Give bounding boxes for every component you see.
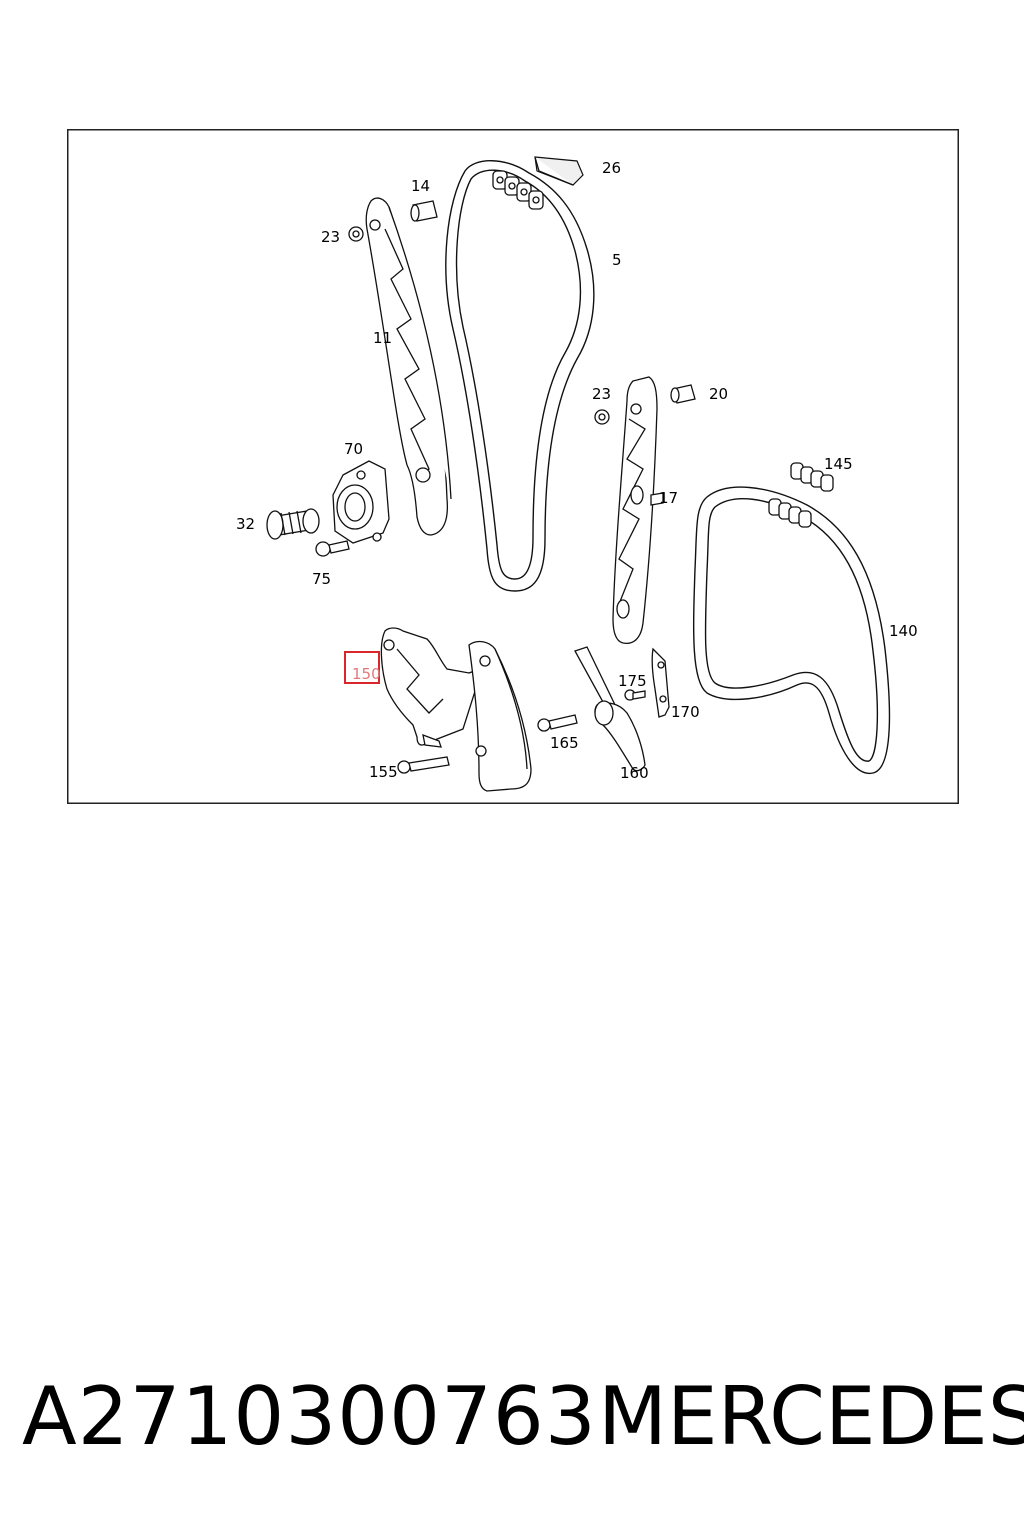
part-75-shape: [315, 540, 350, 557]
part-14-shape: [410, 200, 438, 222]
part-170-shape: [651, 647, 670, 718]
callout-14: 14: [411, 177, 430, 195]
part-70-shape: [332, 460, 390, 544]
chain-links-140: [768, 498, 812, 528]
part-20-shape: [670, 384, 696, 404]
callout-160: 160: [620, 764, 649, 782]
part-32-shape: [266, 508, 320, 540]
callout-175: 175: [618, 672, 647, 690]
callout-165: 165: [550, 734, 579, 752]
part-140-shape: [692, 486, 891, 774]
part-26-shape: [534, 156, 584, 186]
callout-5: 5: [612, 251, 622, 269]
callout-20: 20: [709, 385, 728, 403]
callout-150: 150: [352, 665, 381, 683]
callout-140: 140: [889, 622, 918, 640]
part-23a-shape: [348, 226, 364, 242]
part-17-shape: [612, 376, 664, 645]
part-number: A2710300763: [22, 1370, 597, 1463]
callout-155: 155: [369, 763, 398, 781]
parts-diagram: 26 14 23 5 11 23 20 70 145 17 32 75 140 …: [67, 129, 959, 804]
part-11-shape: [365, 197, 452, 536]
callout-32: 32: [236, 515, 255, 533]
diagram-svg: 26 14 23 5 11 23 20 70 145 17 32 75 140 …: [67, 129, 959, 804]
callout-11: 11: [373, 329, 392, 347]
part-23b-shape: [594, 409, 610, 425]
part-145-shape: [790, 462, 834, 492]
callout-170: 170: [671, 703, 700, 721]
callout-17: 17: [659, 489, 678, 507]
chain-links-top: [492, 170, 544, 210]
highlight-box-150: [344, 651, 380, 684]
footer: A2710300763 MERCEDES: [0, 1372, 1024, 1472]
timing-chain-part-5: [445, 160, 595, 592]
callout-70: 70: [344, 440, 363, 458]
callout-23-upper: 23: [321, 228, 340, 246]
callout-75: 75: [312, 570, 331, 588]
brand-name: MERCEDES: [598, 1370, 1024, 1463]
part-165-shape: [537, 714, 578, 732]
callout-145: 145: [824, 455, 853, 473]
part-175-shape: [624, 689, 646, 701]
part-150-shape: [380, 627, 532, 792]
callout-26: 26: [602, 159, 621, 177]
part-160-shape: [574, 646, 646, 772]
callout-23-right: 23: [592, 385, 611, 403]
part-155-shape: [397, 756, 450, 774]
